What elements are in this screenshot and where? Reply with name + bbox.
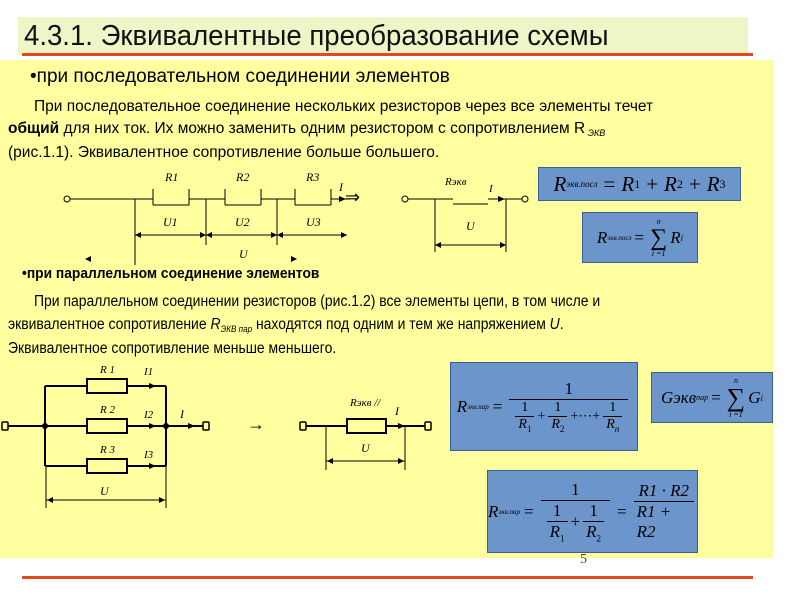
sigma: n∑i =1 <box>726 375 746 419</box>
subscript: ЭКВ <box>585 128 606 138</box>
series-bullet: •при последовательном соединении элемент… <box>30 66 450 87</box>
current-arrow <box>339 196 346 202</box>
bold-word: общий <box>8 120 60 137</box>
label-r1: R1 <box>164 170 178 184</box>
label-r-equiv: Rэкв // <box>349 397 381 409</box>
series-para-line1: При последовательное соединение нескольк… <box>34 98 654 115</box>
label-u2: U2 <box>235 215 250 229</box>
label-i-equiv: I <box>394 404 400 418</box>
label-u1: U1 <box>163 215 178 229</box>
terminal-left <box>63 195 71 203</box>
parallel-equivalent-arrow: → <box>247 414 265 434</box>
label-r3: R 3 <box>99 444 115 456</box>
fraction-product: R1 · R2 R1 + R2 <box>633 481 694 542</box>
title-box <box>18 17 748 55</box>
series-para-line3: (рис.1.1). Эквивалентное сопротивление б… <box>8 144 440 161</box>
label-u3: U3 <box>306 215 321 229</box>
label-u-equiv: U <box>466 219 476 233</box>
parallel-para-line2: эквивалентное сопротивление RЭКВ пар нах… <box>8 316 564 334</box>
page-number: 5 <box>580 552 587 567</box>
label-r2: R2 <box>235 170 249 184</box>
parallel-equivalent-diagram: Rэкв // I U <box>299 397 432 470</box>
parallel-para-line1: При параллельном соединении резисторов (… <box>34 293 601 310</box>
label-current: I <box>338 180 344 194</box>
resistor-r1 <box>152 188 190 206</box>
label-r1: R 1 <box>99 364 115 376</box>
label-u: U <box>100 484 110 498</box>
parallel-para-line3: Эквивалентное сопротивление меньше меньш… <box>8 340 337 357</box>
series-equivalent-diagram: Rэкв I U <box>401 176 529 252</box>
label-i3: I3 <box>143 449 154 461</box>
footer-line <box>22 576 753 579</box>
series-circuit-diagram: R1 R2 R3 I U1 U2 U3 U <box>63 170 350 265</box>
slide-title: 4.3.1. Эквивалентные преобразование схем… <box>24 20 609 52</box>
equivalent-arrow: ⇒ <box>345 187 361 207</box>
label-i1: I1 <box>143 366 153 378</box>
label-r-equiv: Rэкв <box>444 176 467 188</box>
label-u-equiv: U <box>361 441 371 455</box>
parallel-circuit-diagram: R 1 R 2 R 3 I1 I2 I3 I U <box>1 364 210 508</box>
series-total-arrow-line <box>85 256 297 262</box>
label-r3: R3 <box>305 170 319 184</box>
label-i-total: I <box>179 407 185 421</box>
label-i2: I2 <box>143 409 154 421</box>
parallel-bullet: •при параллельном соединение элементов <box>22 265 320 282</box>
label-i-equiv: I <box>488 183 494 195</box>
label-r2: R 2 <box>99 404 115 416</box>
series-para-line2: общий для них ток. Их можно заменить одн… <box>8 120 605 138</box>
text: для них ток. Их можно заменить одним рез… <box>59 120 586 137</box>
title-underline <box>22 53 753 56</box>
label-u: U <box>239 247 249 261</box>
sigma: n∑i =1 <box>650 216 668 258</box>
